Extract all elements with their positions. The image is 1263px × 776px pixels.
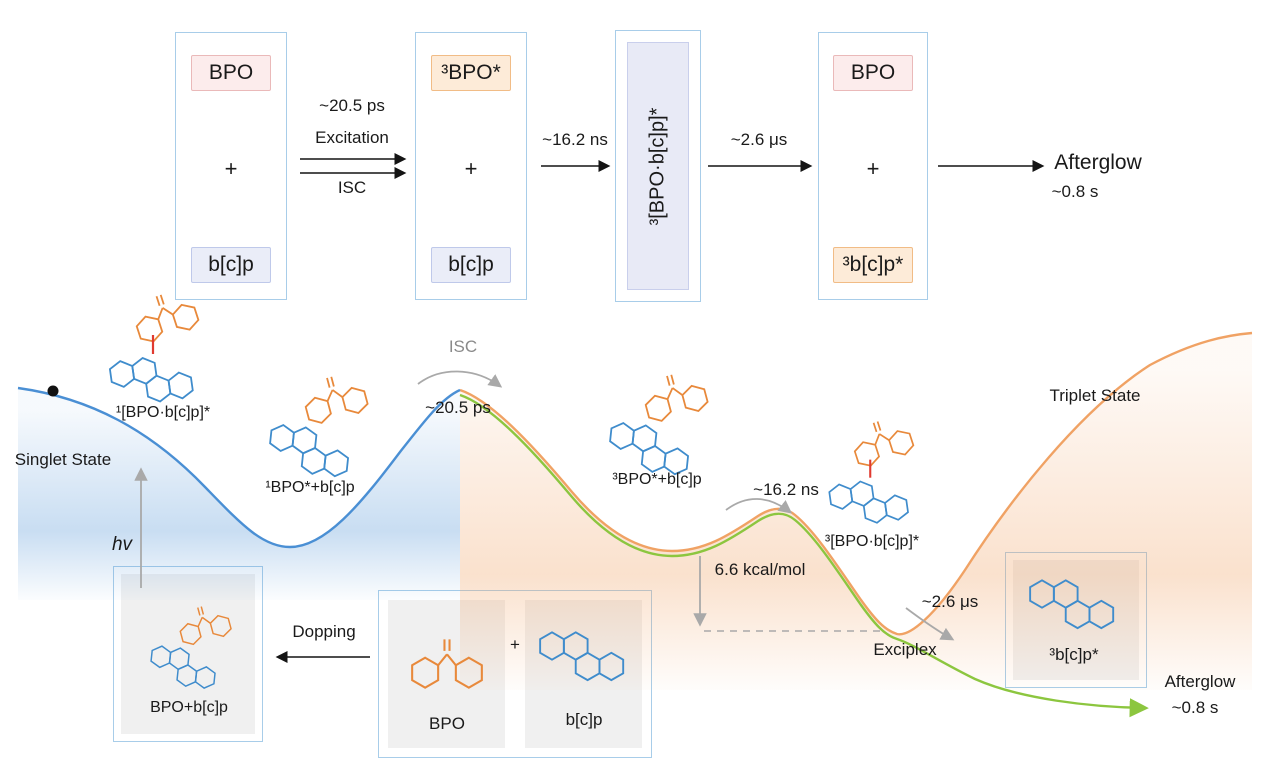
bcp-label: b[c]p [565,710,603,729]
singlet-pair-label: ¹BPO*+b[c]p [265,479,355,496]
scheme-box-2: ³BPO* + b[c]p [415,32,527,300]
afterglow-curve-label: Afterglow [1164,672,1236,691]
bcp-chip: b[c]p [431,247,511,283]
plus-sign: + [464,156,478,181]
dopping-label: Dopping [292,622,356,641]
singlet-state-label: Singlet State [14,450,112,469]
plus-sign: + [510,635,520,654]
scheme-box-4: BPO + ³b[c]p* [818,32,928,300]
exciplex-vertical-label: ³[BPO·b[c]p]* [646,107,669,225]
exciplex-time-label: ~2.6 μs [921,592,979,611]
afterglow-curve-time: ~0.8 s [1171,698,1219,717]
bpo-chip: BPO [191,55,271,91]
step1-time-label: ~20.5 ps [319,96,385,115]
step2-time-label: ~16.2 ns [542,130,608,149]
singlet-pair-molecule [267,370,369,478]
triplet-complex-label: ³[BPO·b[c]p]* [824,533,920,550]
triplet-bcp-chip: ³b[c]p* [833,247,913,283]
triplet-state-label: Triplet State [1049,386,1141,405]
energy-gap-label: 6.6 kcal/mol [714,560,806,579]
triplet-complex-molecule [828,413,915,529]
afterglow-result-label: Afterglow [1054,151,1142,174]
isc-curve-label: ISC [448,337,478,356]
exciplex-curved-arrow [905,607,955,641]
scheme-box-3: ³[BPO·b[c]p]* [615,30,701,302]
doped-sample-label: BPO+b[c]p [150,699,228,716]
triplet-bpo-chip: ³BPO* [431,55,511,91]
afterglow-result-time: ~0.8 s [1051,182,1099,201]
singlet-complex-label: ¹[BPO·b[c]p]* [115,404,211,421]
bcp-chip: b[c]p [191,247,271,283]
bpo-chip: BPO [833,55,913,91]
triplet-pair-molecule [607,368,709,476]
bpo-label: BPO [429,714,465,733]
exciplex-panel: ³[BPO·b[c]p]* [627,42,689,290]
plus-sign: + [224,156,238,181]
isc-label: ISC [337,178,367,197]
exciplex-label: Exciplex [873,640,937,659]
pair-time-label: ~16.2 ns [753,480,819,499]
scheme-box-1: BPO + b[c]p [175,32,287,300]
step3-time-label: ~2.6 μs [730,130,788,149]
plus-sign: + [866,156,880,181]
product-label: ³b[c]p* [1049,645,1099,664]
isc-time-label: ~20.5 ps [425,398,491,417]
singlet-complex-molecule [109,286,200,408]
start-dot [47,385,59,397]
hv-label: hv [111,534,133,555]
isc-curved-arrow [417,370,503,388]
excitation-label: Excitation [315,128,389,147]
triplet-pair-label: ³BPO*+b[c]p [612,471,702,488]
bump-curved-arrow [725,498,793,514]
